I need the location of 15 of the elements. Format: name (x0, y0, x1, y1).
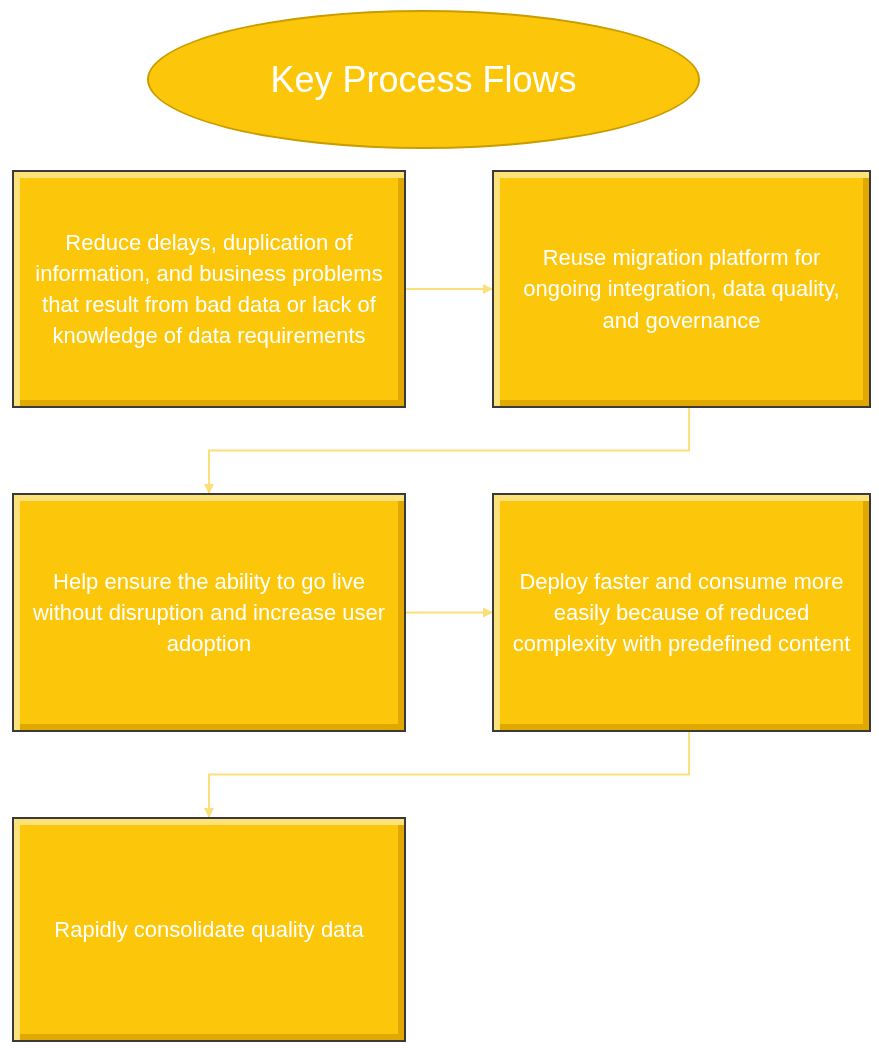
arrow (405, 607, 493, 618)
process-box (12, 817, 406, 1042)
process-text: Reduce delays, duplication of information, and business problems that result from bad data or lack of knowledge of data requirements (34, 228, 384, 351)
process-box (492, 170, 871, 408)
process-text: Reuse migration platform for ongoing integration, data quality, and governance (522, 244, 841, 335)
arrow (204, 731, 691, 818)
process-text: Help ensure the ability to go live without disruption and increase user adoption (32, 567, 386, 659)
process-text: Deploy faster and consume more easily because of reduced complexity with predefined content (512, 567, 851, 659)
process-box (492, 493, 871, 732)
arrow (405, 284, 493, 294)
arrow (204, 407, 691, 494)
process-box (12, 493, 406, 732)
title-text: Key Process Flows (270, 58, 577, 101)
process-text: Rapidly consolidate quality data (54, 915, 364, 944)
process-box (12, 170, 406, 408)
